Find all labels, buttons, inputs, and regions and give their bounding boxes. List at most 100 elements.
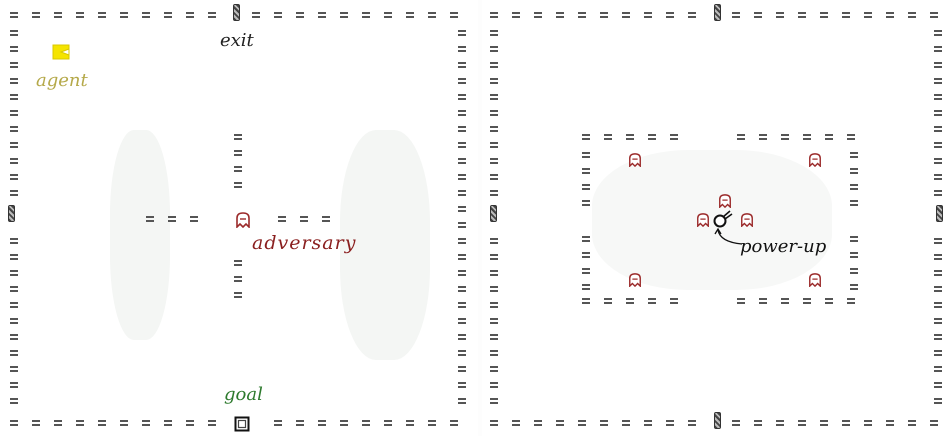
wall-segment	[644, 420, 652, 427]
wall-segment	[54, 420, 62, 427]
wall-segment	[556, 420, 564, 427]
wall-segment	[825, 134, 833, 141]
wall-segment	[10, 142, 18, 149]
wall-segment	[600, 12, 608, 19]
wall-segment	[754, 12, 762, 19]
wall-segment	[847, 134, 855, 141]
wall-segment	[934, 318, 942, 325]
wall-segment	[458, 110, 466, 117]
wall-segment	[10, 12, 18, 19]
wall-segment	[384, 12, 392, 19]
wall-segment	[10, 174, 18, 181]
wall-segment	[934, 110, 942, 117]
wall-segment	[688, 12, 696, 19]
wall-segment	[490, 398, 498, 405]
wall-segment	[934, 366, 942, 373]
wall-segment	[820, 420, 828, 427]
wall-segment	[930, 12, 938, 19]
wall-segment	[934, 126, 942, 133]
wall-segment	[458, 94, 466, 101]
wall-segment	[670, 298, 678, 305]
wall-segment	[850, 236, 858, 243]
wall-segment	[850, 268, 858, 275]
wall-segment	[604, 134, 612, 141]
wall-segment	[490, 302, 498, 309]
wall-segment	[458, 190, 466, 197]
wall-segment	[32, 420, 40, 427]
wall-segment	[934, 382, 942, 389]
wall-segment	[234, 150, 242, 157]
wall-segment	[934, 190, 942, 197]
adversary-ghost-icon	[808, 152, 822, 171]
wall-segment	[234, 134, 242, 141]
wall-segment	[582, 284, 590, 291]
wall-segment	[340, 420, 348, 427]
wall-segment	[934, 174, 942, 181]
wall-segment	[798, 420, 806, 427]
wall-segment	[296, 12, 304, 19]
wall-segment	[850, 152, 858, 159]
wall-segment	[781, 298, 789, 305]
wall-segment	[670, 134, 678, 141]
wall-segment	[582, 252, 590, 259]
wall-segment	[458, 206, 466, 213]
wall-segment	[208, 12, 216, 19]
wall-segment	[10, 302, 18, 309]
wall-segment	[582, 184, 590, 191]
wall-segment	[142, 420, 150, 427]
adversary-ghost-icon	[696, 212, 710, 231]
wall-segment	[10, 46, 18, 53]
wall-segment	[490, 254, 498, 261]
wall-segment	[864, 420, 872, 427]
wall-segment	[274, 420, 282, 427]
wall-segment	[490, 174, 498, 181]
wall-segment	[76, 420, 84, 427]
wall-segment	[759, 134, 767, 141]
wall-segment	[732, 12, 740, 19]
wall-segment	[208, 420, 216, 427]
wall-segment	[512, 12, 520, 19]
wall-segment	[10, 126, 18, 133]
wall-segment	[10, 62, 18, 69]
wall-segment	[850, 252, 858, 259]
wall-segment	[490, 286, 498, 293]
wall-segment	[600, 420, 608, 427]
wall-segment	[842, 12, 850, 19]
wall-segment	[934, 334, 942, 341]
wall-segment	[234, 166, 242, 173]
wall-segment	[278, 216, 286, 223]
wall-segment	[10, 270, 18, 277]
adversary-ghost-icon	[628, 152, 642, 171]
wall-segment	[252, 12, 260, 19]
wall-segment	[754, 420, 762, 427]
wall-segment	[798, 12, 806, 19]
wall-segment	[934, 286, 942, 293]
wall-segment	[490, 12, 498, 19]
wall-segment	[10, 30, 18, 37]
wall-segment	[318, 420, 326, 427]
wall-segment	[428, 12, 436, 19]
wall-segment	[10, 420, 18, 427]
wall-segment	[582, 298, 590, 305]
wall-segment	[458, 270, 466, 277]
wall-segment	[458, 398, 466, 405]
wall-segment	[934, 398, 942, 405]
wall-segment	[142, 12, 150, 19]
wall-segment	[648, 134, 656, 141]
wall-segment	[458, 62, 466, 69]
wall-segment	[930, 420, 938, 427]
wall-segment	[490, 350, 498, 357]
wall-segment	[886, 12, 894, 19]
wall-segment	[648, 298, 656, 305]
wall-segment	[622, 12, 630, 19]
adversary-ghost-icon	[628, 272, 642, 291]
terrain-shadow	[110, 130, 170, 340]
wall-segment	[458, 366, 466, 373]
wall-segment	[490, 318, 498, 325]
wall-segment	[490, 158, 498, 165]
wall-segment	[666, 12, 674, 19]
wall-segment	[190, 216, 198, 223]
exit-door-icon	[714, 412, 721, 429]
wall-segment	[490, 30, 498, 37]
power-up-label: power-up	[740, 236, 826, 257]
